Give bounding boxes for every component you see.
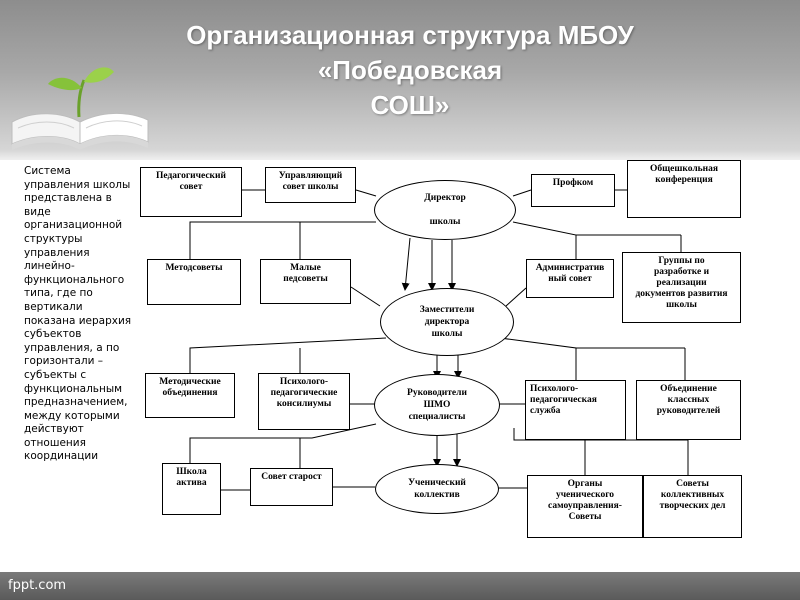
description-text: Система управления школы представлена в …: [24, 165, 132, 463]
student-self-government-box: Органы ученического самоуправления- Сове…: [527, 475, 643, 538]
profkom-box: Профком: [531, 174, 615, 207]
student-collective-node: Ученический коллектив: [375, 464, 499, 514]
admin-council-box: Административ ный совет: [526, 259, 614, 298]
footer-bar: fppt.com: [0, 572, 800, 600]
governing-council-box: Управляющий совет школы: [265, 167, 356, 203]
director-node: Директор школы: [374, 180, 516, 240]
title-line-2: «Победовская: [317, 55, 503, 85]
deputies-node: Заместители директора школы: [380, 288, 514, 356]
method-associations-box: Методические объединения: [145, 373, 235, 418]
class-teachers-box: Объединение классных руководителей: [636, 380, 741, 440]
psych-ped-consilium-box: Психолого- педагогические консилиумы: [258, 373, 350, 430]
method-councils-box: Методсоветы: [147, 259, 241, 305]
school-conference-box: Общешкольная конференция: [627, 160, 741, 218]
shmo-leaders-node: Руководители ШМО специалисты: [374, 374, 500, 436]
footer-brand: fppt.com: [8, 578, 67, 593]
ped-council-box: Педагогический совет: [140, 167, 242, 217]
page-title: Организационная структура МБОУ «Победовс…: [100, 18, 720, 123]
collective-creative-councils-box: Советы коллективных творческих дел: [643, 475, 742, 538]
small-ped-councils-box: Малые педсоветы: [260, 259, 351, 304]
active-school-box: Школа актива: [162, 463, 221, 515]
book-sprout-icon: [11, 67, 149, 150]
title-line-3: СОШ»: [370, 90, 450, 120]
development-groups-box: Группы по разработке и реализации докуме…: [622, 252, 741, 323]
header-shine: [0, 150, 800, 166]
psych-ped-service-box: Психолого- педагогическая служба: [525, 380, 626, 440]
title-line-1: Организационная структура МБОУ: [186, 20, 634, 50]
elders-council-box: Совет старост: [250, 468, 333, 506]
